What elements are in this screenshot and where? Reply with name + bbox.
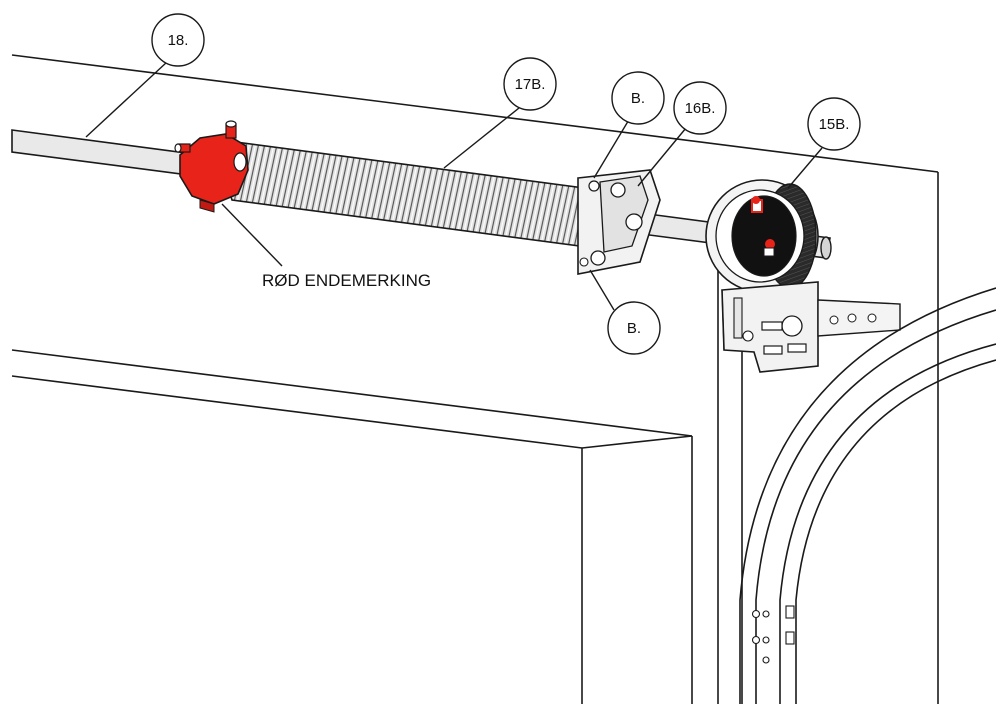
callout-b-top: B.	[611, 71, 665, 125]
callout-15b: 15B.	[807, 97, 861, 151]
callout-17b-label: 17B.	[515, 76, 546, 93]
callout-18: 18.	[151, 13, 205, 67]
curved-track	[739, 287, 996, 704]
callout-16b: 16B.	[673, 81, 727, 135]
leader-lines	[85, 61, 823, 311]
end-bearing-plate	[721, 281, 901, 373]
cable-drum	[705, 179, 819, 293]
callout-18-label: 18.	[168, 32, 189, 49]
callout-b-bottom-label: B.	[627, 320, 641, 337]
header-wall	[11, 54, 939, 704]
torsion-spring	[227, 141, 620, 251]
callout-b-bottom: B.	[607, 301, 661, 355]
track-bolts	[751, 605, 795, 664]
end-marking-label: RØD ENDEMERKING	[262, 271, 431, 290]
center-bearing-bracket	[577, 169, 661, 275]
callout-b-top-label: B.	[631, 90, 645, 107]
callout-16b-label: 16B.	[685, 100, 716, 117]
callout-17b: 17B.	[503, 57, 557, 111]
red-end-marking-cone	[174, 120, 249, 213]
callout-15b-label: 15B.	[819, 116, 850, 133]
